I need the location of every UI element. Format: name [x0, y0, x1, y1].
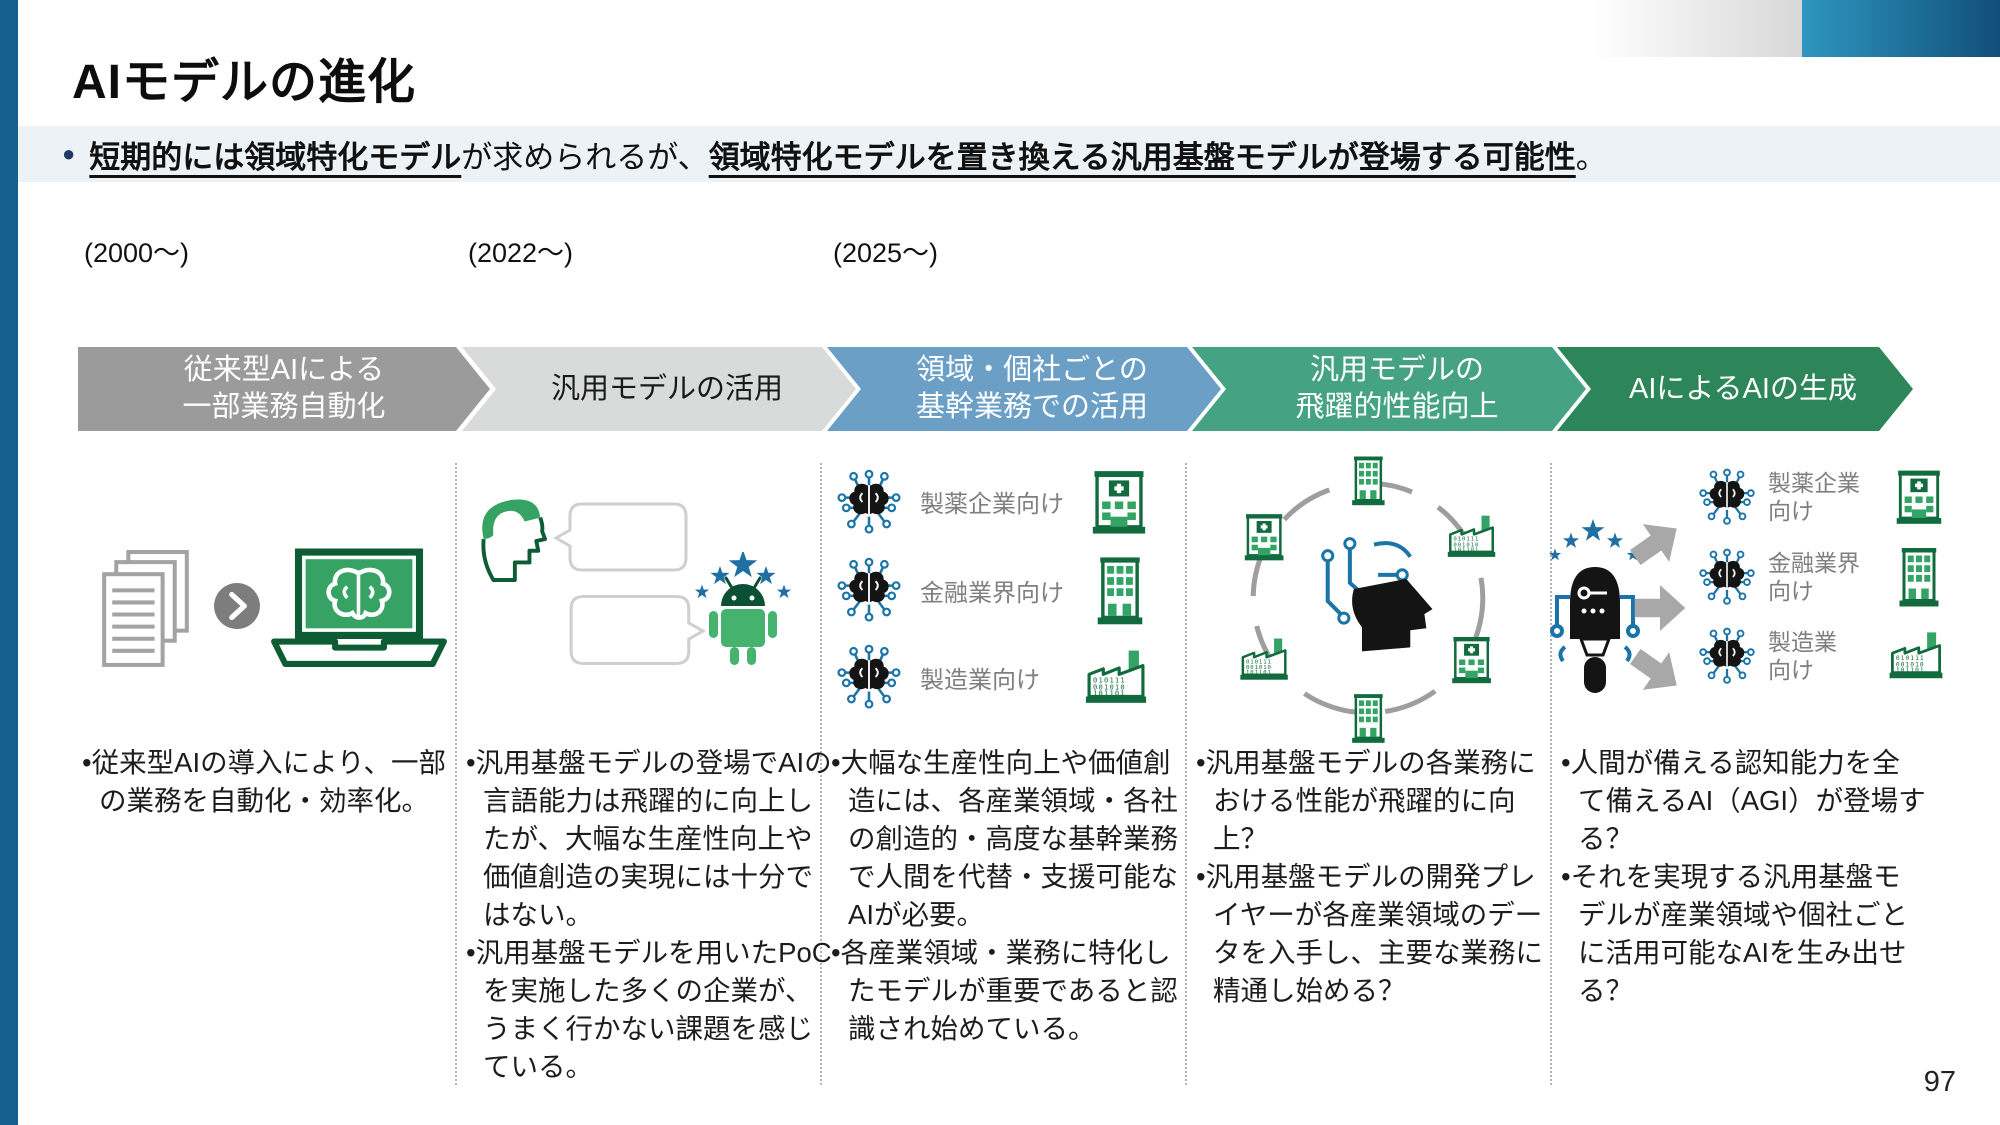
column-2-text: •汎用基盤モデルの登場でAIの言語能力は飛躍的に向上したが、大幅な生産性向上や価…	[466, 744, 832, 1086]
year-label-2000: (2000～)	[84, 238, 190, 268]
column-separator-3	[1185, 463, 1187, 1085]
industry-row-manufacturing: 製造業向け	[836, 643, 1176, 711]
industry-row-pharma: 製薬企業向け	[836, 466, 1176, 537]
factory-icon	[1084, 648, 1148, 704]
top-right-decoration	[1592, 0, 2000, 57]
laptop-brain-icon	[271, 548, 447, 667]
page-number: 97	[1923, 1066, 1956, 1098]
speech-bubble-icon	[553, 502, 688, 572]
person-head-icon	[481, 499, 548, 582]
column-3-text: •大幅な生産性向上や価値創造には、各産業領域・各社の創造的・高度な基幹業務で人間…	[831, 744, 1197, 1048]
column-4-text: •汎用基盤モデルの各業務における性能が飛躍的に向上？ •汎用基盤モデルの開発プレ…	[1196, 744, 1562, 1010]
bullet-text: •汎用基盤モデルの登場でAIの言語能力は飛躍的に向上したが、大幅な生産性向上や価…	[466, 747, 832, 930]
brain-circuit-icon	[1699, 467, 1755, 525]
key-message-seg-4: 。	[1575, 139, 1607, 175]
industry-list: 製薬企業向け 金融業界向け 製造業向け	[1698, 466, 1946, 686]
speech-bubble-icon	[569, 595, 705, 665]
key-message-text: 短期的には領域特化モデルが求められるが、領域特化モデルを置き換える汎用基盤モデル…	[89, 132, 1606, 177]
bullet-text: •大幅な生産性向上や価値創造には、各産業領域・各社の創造的・高度な基幹業務で人間…	[831, 747, 1179, 930]
left-accent-bar	[0, 0, 18, 1125]
industry-list: 製薬企業向け 金融業界向け 製造業向け	[836, 466, 1176, 711]
bullet-text: •汎用基盤モデルの各業務における性能が飛躍的に向上？	[1196, 747, 1536, 854]
stage-1-line1: 従来型AIによる	[183, 354, 385, 386]
stage-chevron-2: 汎用モデルの活用	[462, 347, 856, 431]
industry-label: 製造業向け	[920, 666, 1040, 694]
page-title: AIモデルの進化	[72, 56, 417, 109]
block-arrow-icon	[1629, 648, 1677, 690]
office-building-icon	[1096, 555, 1144, 626]
brain-circuit-icon	[1699, 627, 1755, 684]
stage-4-line1: 汎用モデルの	[1309, 354, 1484, 386]
stage-4-line2: 飛躍的性能向上	[1295, 391, 1499, 423]
brain-circuit-icon	[1699, 547, 1755, 605]
bullet-text: •汎用基盤モデルの開発プレイヤーが各産業領域のデータを入手し、主要な業務に精通し…	[1196, 861, 1544, 1006]
bullet-text: •それを実現する汎用基盤モデルが産業領域や個社ごとに活用可能なAIを生み出せる？	[1561, 861, 1909, 1006]
key-message-bar: ● 短期的には領域特化モデルが求められるが、領域特化モデルを置き換える汎用基盤モ…	[18, 126, 2000, 182]
column-separator-2	[820, 463, 822, 1085]
stage-chevron-5: AIによるAIの生成	[1557, 347, 1913, 431]
brain-circuit-icon	[837, 557, 901, 622]
stage-3-line2: 基幹業務での活用	[915, 391, 1148, 423]
factory-icon	[1888, 631, 1944, 680]
chevron-circle-icon	[214, 583, 260, 629]
column-5-text: •人間が備える認知能力を全て備えるAI（AGI）が登場する？ •それを実現する汎…	[1561, 744, 1927, 1010]
stage-5-line1: AIによるAIの生成	[1629, 372, 1857, 405]
key-message-seg-1: 短期的には領域特化モデル	[89, 139, 462, 175]
stage-chevron-3: 領域・個社ごとの 基幹業務での活用	[827, 347, 1221, 431]
stage-2-line1: 汎用モデルの活用	[550, 372, 783, 405]
key-message-seg-2: が求められるが、	[461, 139, 709, 175]
industry-row-pharma: 製薬企業向け	[1698, 466, 1946, 527]
year-label-2025: (2025～)	[833, 238, 939, 268]
stage-3-line1: 領域・個社ごとの	[916, 354, 1148, 386]
android-robot-icon	[694, 552, 792, 665]
industry-label: 製薬企業向け	[920, 491, 1064, 518]
ai-head-icon	[1321, 537, 1433, 652]
column-separator-4	[1550, 463, 1552, 1085]
industry-label: 製薬企業向け	[1768, 469, 1860, 524]
bullet-text: •人間が備える認知能力を全て備えるAI（AGI）が登場する？	[1561, 747, 1926, 854]
brain-circuit-icon	[837, 469, 901, 534]
decoration-gray-gradient	[1592, 0, 1802, 57]
block-arrow-icon	[1629, 524, 1677, 566]
industry-row-finance: 金融業界向け	[836, 554, 1176, 626]
stage-chevron-1: 従来型AIによる 一部業務自動化	[78, 347, 490, 431]
column-1-text: •従来型AIの導入により、一部の業務を自動化・効率化。	[82, 744, 448, 820]
industry-label: 製造業向け	[1768, 629, 1837, 683]
documents-icon	[102, 550, 189, 667]
key-message-bullet-icon: ●	[62, 141, 76, 166]
column-separator-1	[455, 463, 457, 1085]
bullet-text: •各産業領域・業務に特化したモデルが重要であると認識され始めている。	[831, 937, 1178, 1044]
decoration-blue-gradient	[1802, 0, 2000, 57]
bullet-text: •汎用基盤モデルを用いたPoCを実施した多くの企業が、うまく行かない課題を感じて…	[466, 937, 832, 1082]
hospital-building-icon	[1092, 466, 1146, 537]
year-label-2022: (2022～)	[468, 238, 574, 268]
industry-label: 金融業界向け	[1768, 549, 1860, 604]
key-message-seg-3: 領域特化モデルを置き換える汎用基盤モデルが登場する可能性	[708, 139, 1576, 175]
industry-row-finance: 金融業界向け	[1698, 545, 1946, 608]
office-building-icon	[1898, 546, 1940, 608]
hospital-building-icon	[1896, 468, 1942, 526]
stage-chevron-4: 汎用モデルの 飛躍的性能向上	[1192, 347, 1586, 431]
robot-icon	[1548, 519, 1640, 693]
industry-row-manufacturing: 製造業向け	[1698, 626, 1946, 686]
block-arrow-icon	[1634, 585, 1686, 631]
industry-label: 金融業界向け	[920, 579, 1064, 607]
brain-circuit-icon	[837, 644, 901, 709]
stage-1-line2: 一部業務自動化	[182, 391, 386, 423]
bullet-text: •従来型AIの導入により、一部の業務を自動化・効率化。	[82, 747, 446, 816]
network-circle-icon	[1239, 455, 1497, 744]
